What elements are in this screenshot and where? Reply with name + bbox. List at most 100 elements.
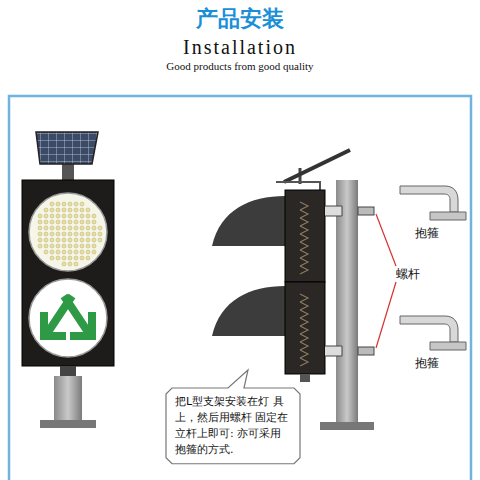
- illustration-part: [44, 312, 66, 336]
- illustration-part: [38, 226, 42, 230]
- subtitle: Installation: [183, 36, 297, 59]
- illustration-part: [86, 238, 90, 242]
- illustration-part: [62, 250, 66, 254]
- illustration-part: [50, 238, 54, 242]
- illustration-part: [320, 422, 374, 430]
- illustration-part: [430, 342, 466, 350]
- illustration-part: [50, 220, 54, 224]
- illustration-part: [376, 214, 396, 266]
- illustration-part: [86, 226, 90, 230]
- illustration-part: [430, 212, 466, 220]
- illustration-part: [92, 214, 96, 218]
- illustration-part: [70, 312, 92, 336]
- illustration-part: [44, 226, 48, 230]
- illustration-part: [80, 244, 84, 248]
- illustration-part: [54, 376, 82, 422]
- illustration-part: [62, 238, 66, 242]
- illustration-part: [38, 244, 42, 248]
- callout-note: 把L型支架安装在灯 具上，然后用螺杆 固定在立杆上即可: 亦可采用抱箍的方式.: [166, 388, 300, 464]
- illustration-part: [56, 250, 60, 254]
- illustration-part: [376, 282, 396, 348]
- illustration-part: [38, 214, 42, 218]
- illustration-part: [56, 256, 60, 260]
- illustration-part: [92, 250, 96, 254]
- illustration-part: [74, 208, 78, 212]
- illustration-part: [80, 208, 84, 212]
- illustration-part: [74, 214, 78, 218]
- illustration-part: [74, 262, 78, 266]
- illustration-part: [80, 226, 84, 230]
- illustration-part: [325, 206, 342, 216]
- illustration-part: [98, 238, 102, 242]
- illustration-part: [68, 238, 72, 242]
- illustration-part: [44, 208, 48, 212]
- illustration-part: [98, 226, 102, 230]
- illustration-part: [300, 242, 308, 250]
- illustration-part: [44, 244, 48, 248]
- illustration-part: [38, 202, 102, 266]
- illustration-part: [62, 220, 66, 224]
- illustration-part: [300, 350, 308, 358]
- illustration-part: [86, 208, 90, 212]
- illustration-part: [44, 214, 48, 218]
- illustration-part: [74, 232, 78, 236]
- illustration-part: [300, 226, 308, 234]
- illustration-part: [86, 214, 90, 218]
- illustration-part: [358, 207, 374, 215]
- illustration-part: [36, 132, 98, 164]
- illustration-part: [74, 256, 78, 260]
- illustration-part: [325, 346, 342, 356]
- illustration-part: [86, 232, 90, 236]
- illustration-part: [80, 202, 84, 206]
- illustration-part: [68, 202, 72, 206]
- illustration-part: [56, 214, 60, 218]
- illustration-part: [300, 266, 308, 274]
- illustration-part: [44, 250, 48, 254]
- illustration-part: [68, 262, 72, 266]
- illustration-part: [60, 366, 76, 376]
- illustration-part: [400, 316, 458, 342]
- illustration-part: [56, 238, 60, 242]
- illustration-part: [68, 208, 72, 212]
- illustration-part: [62, 208, 66, 212]
- illustration-part: [56, 232, 60, 236]
- illustration-part: [50, 208, 54, 212]
- illustration-part: [74, 238, 78, 242]
- illustration-part: [44, 296, 92, 336]
- illustration-part: [50, 226, 54, 230]
- illustration-part: [80, 232, 84, 236]
- illustration-part: [300, 234, 308, 242]
- illustration-part: [400, 186, 458, 212]
- illustration-part: [62, 162, 74, 182]
- illustration-part: [300, 218, 308, 226]
- callout-border: [166, 370, 300, 464]
- illustration-part: [86, 256, 90, 260]
- illustration-part: [44, 232, 48, 236]
- illustration-part: [285, 282, 325, 374]
- illustration-part: [300, 202, 308, 210]
- illustration-part: [44, 238, 48, 242]
- illustration-part: [56, 244, 60, 248]
- illustration-part: [86, 220, 90, 224]
- illustration-part: [62, 256, 66, 260]
- illustration-part: [74, 244, 78, 248]
- illustration-part: [50, 202, 54, 206]
- illustration-part: [68, 226, 72, 230]
- illustration-part: [92, 244, 96, 248]
- part-name: 螺杆: [396, 266, 420, 283]
- part-name: 抱箍: [415, 355, 439, 372]
- illustration-part: [74, 226, 78, 230]
- illustration-part: [300, 294, 308, 302]
- illustration-part: [9, 96, 471, 480]
- illustration-part: [300, 302, 308, 310]
- illustration-part: [276, 182, 320, 190]
- illustration-part: [86, 244, 90, 248]
- illustration-part: [92, 226, 96, 230]
- illustration-part: [22, 180, 114, 366]
- illustration-part: [62, 214, 66, 218]
- illustration-part: [29, 279, 107, 357]
- illustration-part: [56, 220, 60, 224]
- illustration-part: [80, 238, 84, 242]
- page-title: 产品安装: [0, 4, 480, 34]
